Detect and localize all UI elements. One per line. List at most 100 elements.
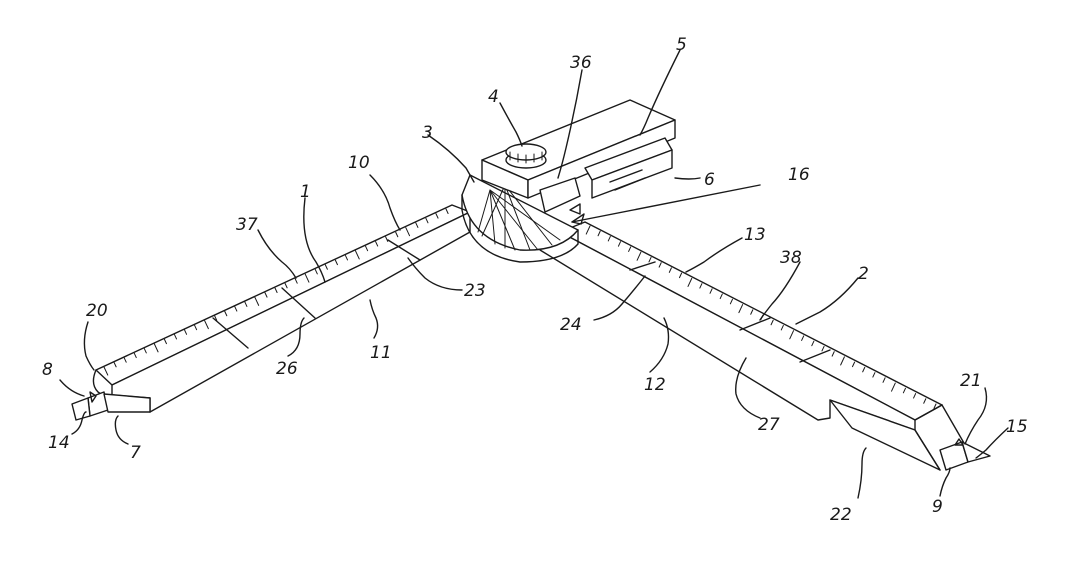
reference-numerals: 1 2 3 4 5 6 7 8 9 10 11 12 13 14 15 16 2… <box>42 35 1028 525</box>
right-scale-tick <box>923 398 927 404</box>
right-scale-tick <box>851 361 856 368</box>
label-5: 5 <box>676 35 687 55</box>
right-scale-tick <box>729 298 733 305</box>
right-scale-tick <box>789 330 795 340</box>
left-scale-tick <box>113 361 117 368</box>
left-scale-tick <box>244 301 248 307</box>
left-scale-tick <box>254 296 260 306</box>
left-scale-tick <box>143 347 147 354</box>
right-scale-tick <box>840 356 845 366</box>
left-scale-tick <box>385 236 389 242</box>
left-scale-tick <box>194 324 198 331</box>
right-scale-tick <box>872 372 876 378</box>
label-21: 21 <box>960 371 982 391</box>
right-scale-tick <box>648 256 652 263</box>
left-scale-tick <box>354 250 360 260</box>
right-scale-tick <box>617 241 622 247</box>
protractor-disc <box>461 174 579 263</box>
right-scale-tick <box>831 351 835 357</box>
left-scale-tick <box>234 306 238 312</box>
label-16: 16 <box>788 165 810 185</box>
left-scale-tick <box>173 333 178 340</box>
label-20: 20 <box>86 301 108 321</box>
label-22: 22 <box>830 505 852 525</box>
right-scale-tick <box>636 251 642 261</box>
right-tip-assembly <box>939 438 991 471</box>
label-7: 7 <box>130 443 141 463</box>
label-4: 4 <box>488 87 499 107</box>
right-scale-tick <box>709 288 713 294</box>
left-scale-tick <box>103 366 109 376</box>
left-scale-tick <box>425 217 429 224</box>
right-scale-tick <box>738 304 744 314</box>
left-scale-tick <box>183 329 188 335</box>
right-scale-tick <box>607 235 611 242</box>
left-scale-tick <box>344 254 349 261</box>
label-27: 27 <box>758 415 780 435</box>
right-scale-tick <box>658 262 662 268</box>
left-scale-tick <box>264 292 268 298</box>
right-scale-tick <box>687 277 693 287</box>
label-10: 10 <box>348 153 370 173</box>
right-scale-tick <box>882 377 886 383</box>
right-scale-tick <box>913 393 917 399</box>
label-3: 3 <box>422 123 433 143</box>
right-scale-tick <box>750 309 754 315</box>
right-scale-tick <box>891 382 896 392</box>
left-scale-tick <box>284 282 288 289</box>
index-pointer-arrow <box>571 184 761 225</box>
label-12: 12 <box>644 375 666 395</box>
label-13: 13 <box>744 225 766 245</box>
leader-lines <box>59 49 1009 499</box>
left-scale-tick <box>334 259 338 266</box>
right-scale-tick <box>933 403 937 409</box>
label-11: 11 <box>370 343 392 363</box>
left-scale-tick <box>324 264 328 270</box>
label-1: 1 <box>300 182 311 202</box>
left-scale-tick <box>415 222 419 228</box>
left-scale-tick <box>445 208 449 214</box>
label-9: 9 <box>932 497 943 517</box>
left-arm-scale-ticks <box>103 208 449 376</box>
right-scale-tick <box>585 225 591 235</box>
label-38: 38 <box>780 248 802 268</box>
label-6: 6 <box>704 170 715 190</box>
left-scale-tick <box>375 241 379 247</box>
right-scale-tick <box>699 283 703 289</box>
right-scale-tick <box>628 246 632 252</box>
label-37: 37 <box>236 215 258 235</box>
label-15: 15 <box>1006 417 1028 437</box>
right-scale-tick <box>862 366 866 373</box>
left-scale-tick <box>435 213 439 219</box>
left-tip-assembly <box>71 369 151 421</box>
right-scale-tick <box>719 293 723 300</box>
label-26: 26 <box>276 359 298 379</box>
knob-screw <box>505 143 547 169</box>
right-scale-tick <box>668 267 672 273</box>
left-scale-tick <box>133 352 137 359</box>
right-ruler-arm <box>539 221 969 471</box>
label-24: 24 <box>560 315 582 335</box>
right-scale-tick <box>902 387 906 394</box>
left-scale-tick <box>163 338 167 345</box>
left-scale-tick <box>224 310 228 317</box>
right-scale-tick <box>801 335 805 341</box>
left-scale-tick <box>294 278 298 284</box>
label-8: 8 <box>42 360 53 380</box>
right-scale-tick <box>811 340 815 347</box>
left-scale-tick <box>214 315 218 321</box>
left-scale-tick <box>365 245 369 252</box>
left-scale-tick <box>274 287 278 293</box>
left-scale-tick <box>204 320 209 330</box>
left-scale-tick <box>405 227 411 237</box>
right-scale-tick <box>597 230 601 237</box>
right-scale-tick <box>780 324 784 331</box>
right-scale-tick <box>770 319 774 326</box>
label-2: 2 <box>858 264 869 284</box>
right-scale-tick <box>821 345 825 352</box>
left-ruler-arm <box>95 204 471 413</box>
left-scale-tick <box>123 357 127 363</box>
label-36: 36 <box>570 53 592 73</box>
left-scale-tick <box>153 343 159 353</box>
